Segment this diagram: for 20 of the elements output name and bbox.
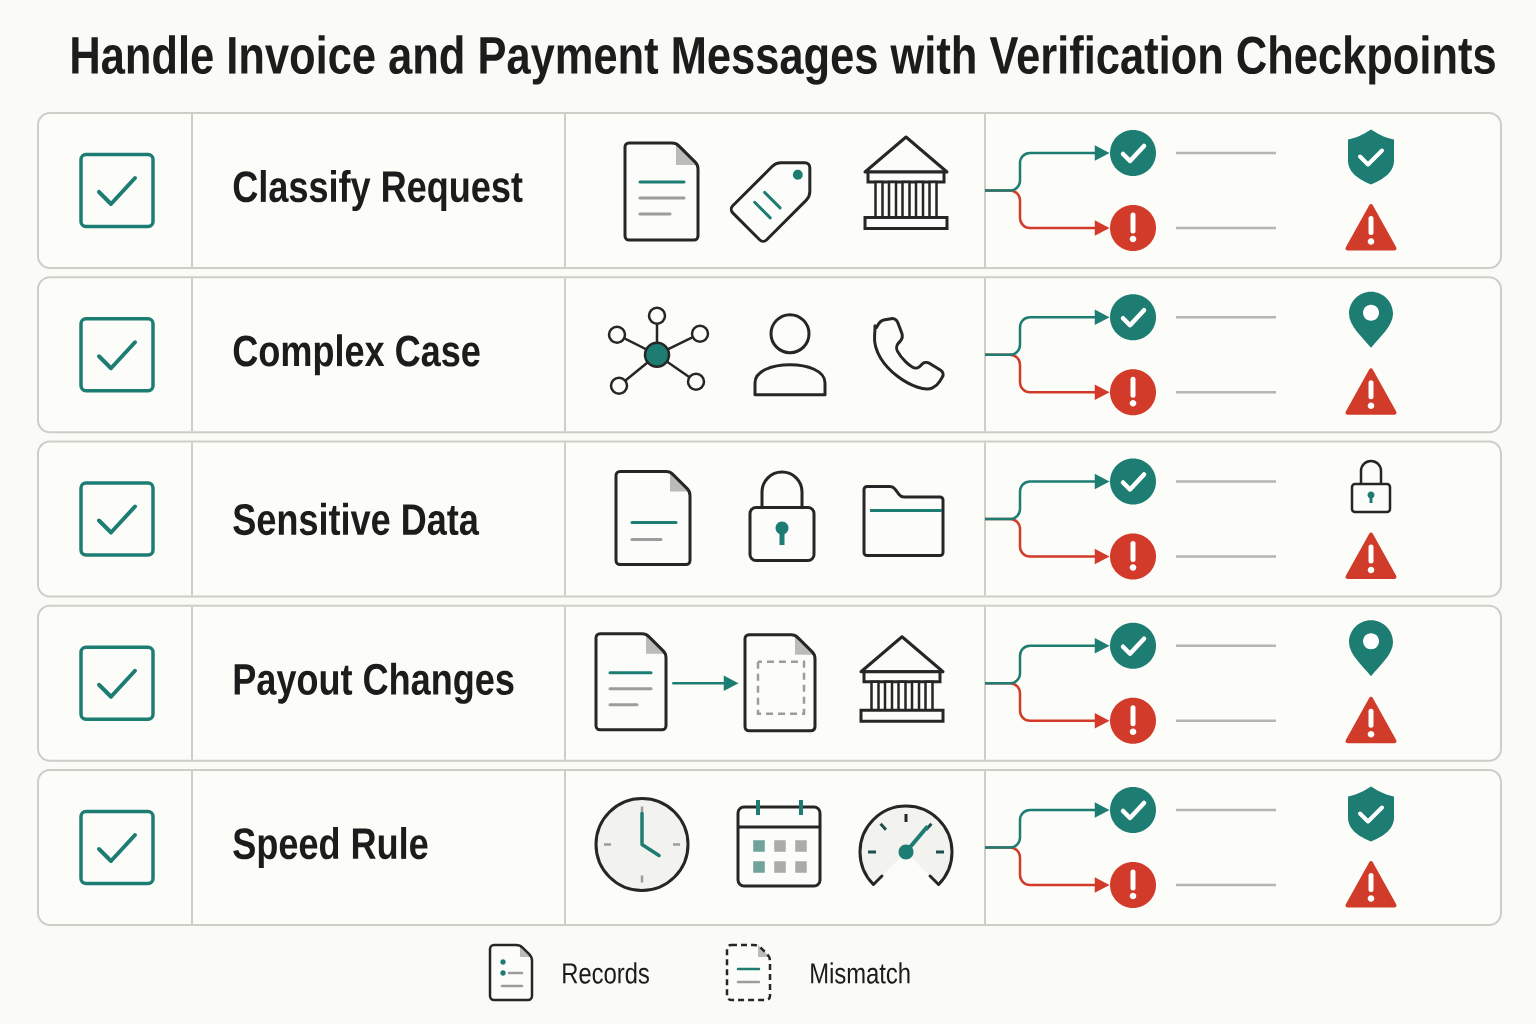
exclamation-circle-icon [1110, 533, 1156, 580]
check-circle-icon [1110, 458, 1156, 505]
row-label: Speed Rule [233, 827, 428, 868]
exclamation-circle-icon [1110, 205, 1156, 251]
row-label: Complex Case [233, 334, 480, 376]
check-circle-icon [1110, 294, 1156, 341]
title: Handle Invoice and Payment Messages with Verification Checkpoints [72, 35, 1495, 85]
check-circle-icon [1110, 130, 1156, 176]
row-label: Payout Changes [234, 662, 514, 704]
exclamation-circle-icon [1110, 862, 1156, 908]
document-icon [594, 632, 668, 732]
row-label: Sensitive Data [233, 502, 480, 536]
row-label: Classify Request [233, 170, 523, 211]
check-circle-icon [1110, 787, 1156, 833]
exclamation-circle-icon [1110, 369, 1156, 416]
exclamation-circle-icon [1110, 697, 1156, 744]
legend-label: Records [563, 962, 649, 984]
check-circle-icon [1110, 622, 1156, 669]
placeholder-document-icon [743, 633, 817, 733]
legend-label: Mismatch [811, 962, 910, 984]
